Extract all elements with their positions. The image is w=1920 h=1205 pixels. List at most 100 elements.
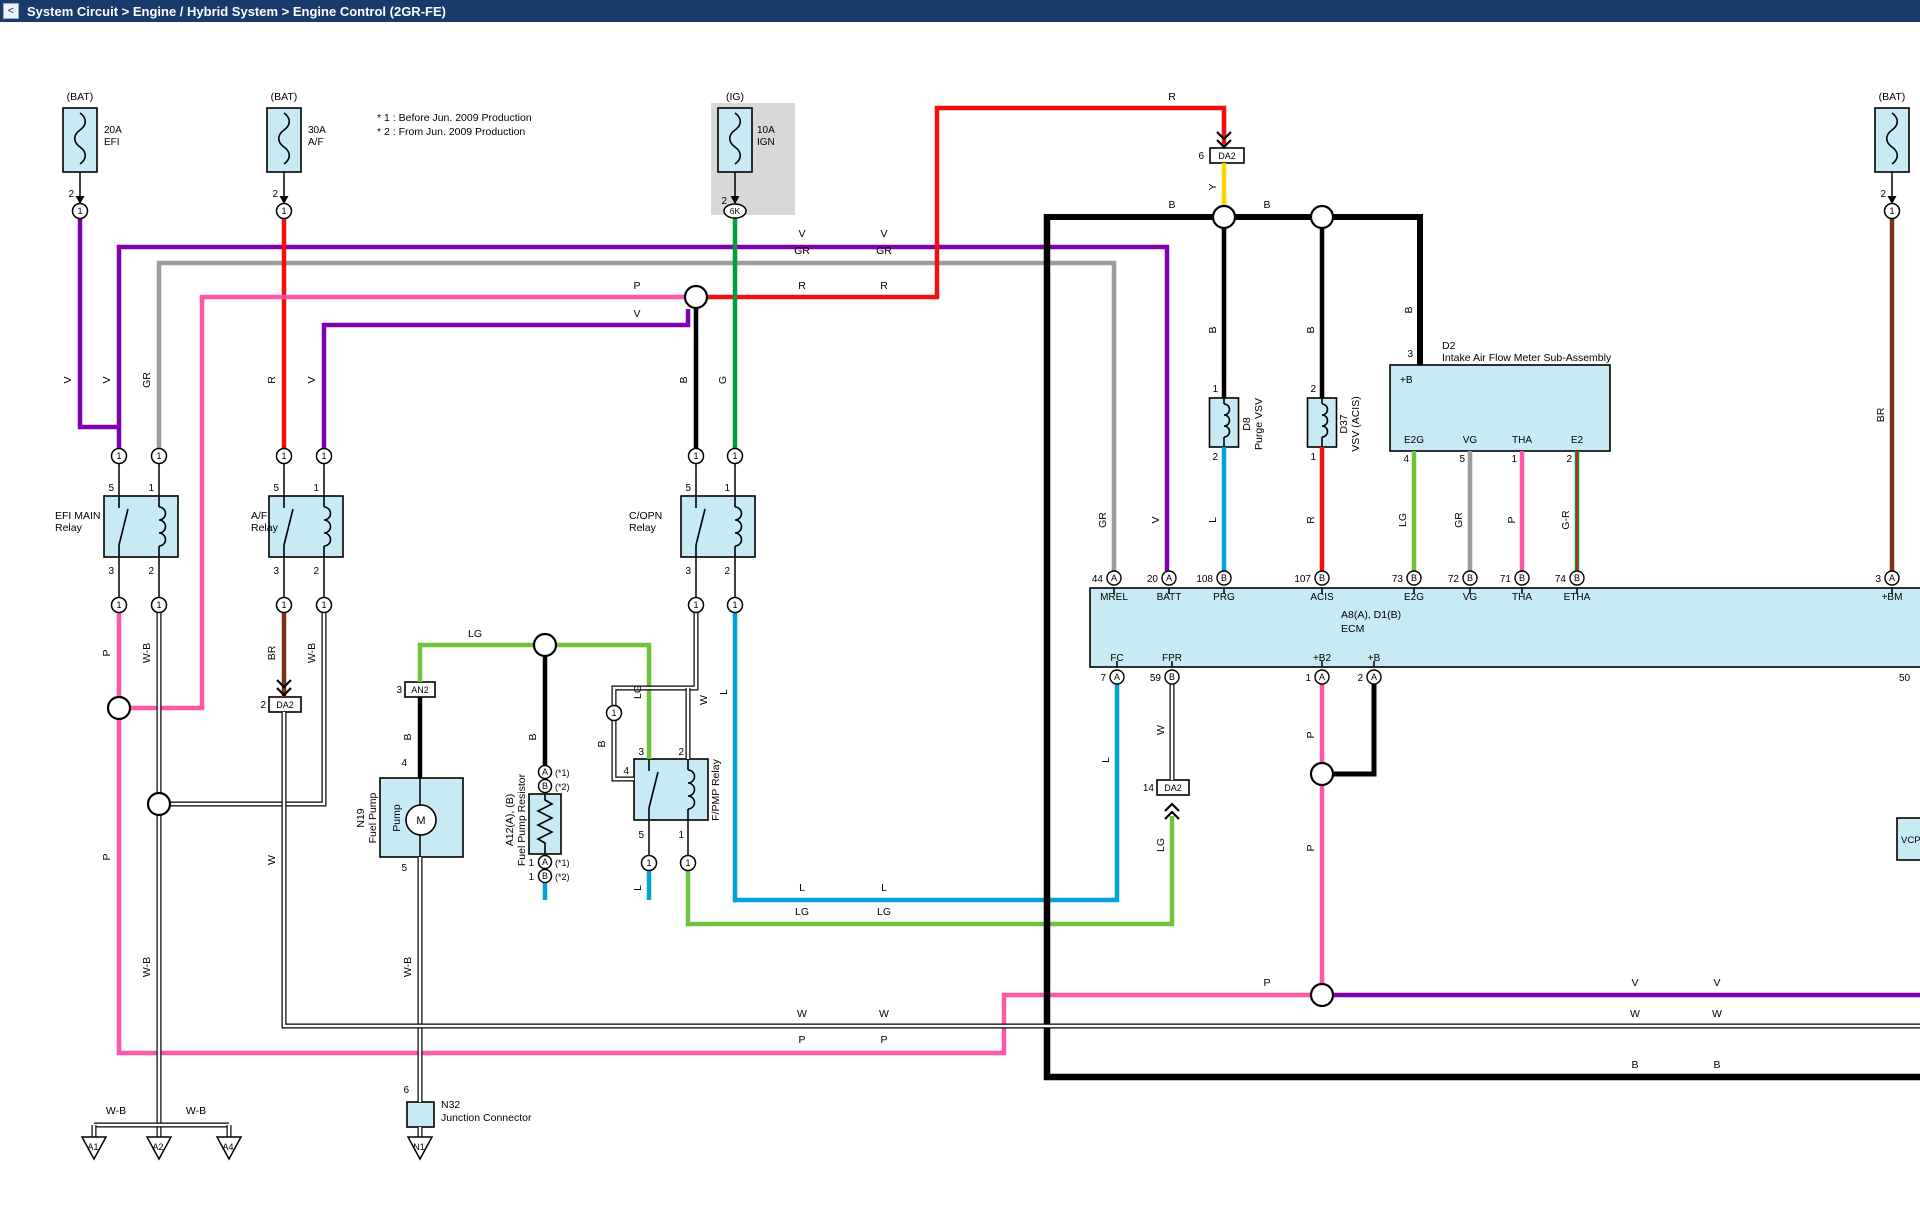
terminal-number: 1 bbox=[321, 600, 326, 610]
fuse-symbol-icon bbox=[277, 112, 291, 165]
diagram-label: 5 bbox=[685, 483, 691, 494]
wire-LG-17 bbox=[685, 816, 1175, 927]
wire-LG-19 bbox=[417, 642, 534, 682]
ground-symbol bbox=[145, 1136, 173, 1161]
terminal-circle bbox=[537, 868, 553, 884]
relay-contact-icon bbox=[648, 771, 659, 809]
diagram-label: 2 bbox=[313, 566, 319, 577]
back-button[interactable]: < bbox=[3, 3, 19, 19]
diagram-label: D8 bbox=[1241, 417, 1253, 431]
junction-connector-box-n32 bbox=[406, 1101, 435, 1128]
diagram-label: 3 bbox=[1407, 349, 1413, 360]
diagram-label: 1 bbox=[148, 483, 154, 494]
wire-WB-22 bbox=[611, 612, 699, 706]
fuse bbox=[266, 107, 302, 173]
motor-symbol-icon bbox=[405, 804, 437, 836]
diagram-label: VG bbox=[1463, 592, 1478, 603]
diagram-label: V bbox=[306, 376, 318, 383]
diagram-label: B bbox=[1403, 306, 1415, 313]
terminal-circle bbox=[315, 447, 333, 465]
wire-B-43 bbox=[1333, 684, 1377, 777]
diagram-label: 2 bbox=[1880, 189, 1886, 200]
diagram-label: FPR bbox=[1162, 653, 1182, 664]
diagram-label: D2 bbox=[1442, 340, 1456, 352]
diagram-label: 3 bbox=[1875, 574, 1881, 585]
diagram-label: Intake Air Flow Meter Sub-Assembly bbox=[1442, 352, 1612, 364]
relay-box bbox=[103, 495, 179, 558]
diagram-label: PRG bbox=[1213, 592, 1235, 603]
diagram-label: L bbox=[718, 689, 730, 695]
terminal-number: 1 bbox=[732, 451, 737, 461]
diagram-label: Junction Connector bbox=[441, 1112, 532, 1124]
diagram-label: 1 bbox=[724, 483, 730, 494]
terminal-number: 1 bbox=[77, 206, 82, 216]
connector-box-an2-label: AN2 bbox=[411, 685, 429, 695]
ecm-connector-circle bbox=[1406, 570, 1422, 586]
diagram-label: (BAT) bbox=[271, 91, 298, 103]
diagram-label: 14 bbox=[1143, 783, 1155, 794]
diagram-label: B bbox=[678, 376, 690, 383]
diagram-label: * 1 : Before Jun. 2009 Production bbox=[377, 112, 532, 124]
ecm-box bbox=[1089, 587, 1920, 668]
diagram-label: GR bbox=[1453, 512, 1465, 528]
diagram-label: Pump bbox=[391, 804, 403, 832]
terminal-number: A bbox=[542, 767, 548, 777]
diagram-label: R bbox=[1168, 91, 1176, 103]
terminal-number: 1 bbox=[156, 600, 161, 610]
fuse bbox=[717, 107, 753, 173]
diagram-label: Relay bbox=[55, 522, 83, 534]
ecm-connector-letter: A bbox=[1111, 573, 1117, 583]
diagram-label: V bbox=[798, 228, 805, 240]
title-bar: < System Circuit > Engine / Hybrid Syste… bbox=[0, 0, 1920, 22]
diagram-label: 3 bbox=[273, 566, 279, 577]
diagram-label: E2 bbox=[1571, 435, 1584, 446]
diagram-label: 74 bbox=[1555, 574, 1567, 585]
terminal-number: 1 bbox=[281, 206, 286, 216]
diagram-label: FC bbox=[1110, 653, 1123, 664]
diagram-label: D37 bbox=[1338, 414, 1350, 433]
diagram-label: C/OPN bbox=[629, 510, 662, 522]
breadcrumb-title: System Circuit > Engine / Hybrid System … bbox=[27, 3, 446, 19]
vcp-box bbox=[1896, 817, 1920, 861]
terminal-number: B bbox=[542, 781, 548, 791]
diagram-label: ECM bbox=[1341, 623, 1364, 635]
wire-V-0 bbox=[77, 218, 119, 430]
terminal-circle bbox=[726, 596, 744, 614]
diagram-label: P bbox=[101, 649, 113, 656]
diagram-label: 20A bbox=[104, 125, 122, 136]
diagram-label: R bbox=[798, 280, 806, 292]
relay-box bbox=[680, 495, 756, 558]
diagram-label: A4 bbox=[222, 1142, 233, 1152]
ecm-connector-letter: A bbox=[1166, 573, 1172, 583]
junction-connector bbox=[146, 791, 172, 817]
relay-box bbox=[268, 495, 344, 558]
air-flow-meter-box bbox=[1389, 364, 1611, 452]
wire-GR-2 bbox=[156, 260, 1117, 571]
diagram-label: A1 bbox=[87, 1142, 98, 1152]
diagram-label: 50 bbox=[1899, 673, 1911, 684]
ecm-connector-circle bbox=[1569, 570, 1585, 586]
fuse-symbol-icon bbox=[728, 112, 742, 165]
ecm-connector-circle bbox=[1884, 570, 1900, 586]
diagram-label: 5 bbox=[1459, 454, 1465, 465]
diagram-label: 108 bbox=[1196, 574, 1213, 585]
diagram-label: EFI MAIN bbox=[55, 510, 101, 522]
diagram-label: Relay bbox=[629, 522, 657, 534]
wire-arrowhead-icon bbox=[279, 196, 289, 204]
diagram-label: L bbox=[632, 885, 644, 891]
terminal-number: 1 bbox=[611, 708, 616, 718]
diagram-label: 107 bbox=[1294, 574, 1311, 585]
diagram-label: 1 bbox=[1310, 452, 1316, 463]
wire-WB-12-core bbox=[170, 612, 326, 806]
junction-connector bbox=[1309, 761, 1335, 787]
ecm-connector-circle bbox=[1161, 570, 1177, 586]
diagram-label: LG bbox=[468, 628, 482, 640]
diagram-label: R bbox=[880, 280, 888, 292]
terminal-number: 1 bbox=[281, 600, 286, 610]
diagram-label: 10A bbox=[757, 125, 775, 136]
page-link-arrow-icon bbox=[1164, 810, 1180, 820]
ecm-connector-letter: A bbox=[1371, 672, 1377, 682]
diagram-label: 71 bbox=[1500, 574, 1512, 585]
diagram-label: 1 bbox=[528, 858, 534, 869]
